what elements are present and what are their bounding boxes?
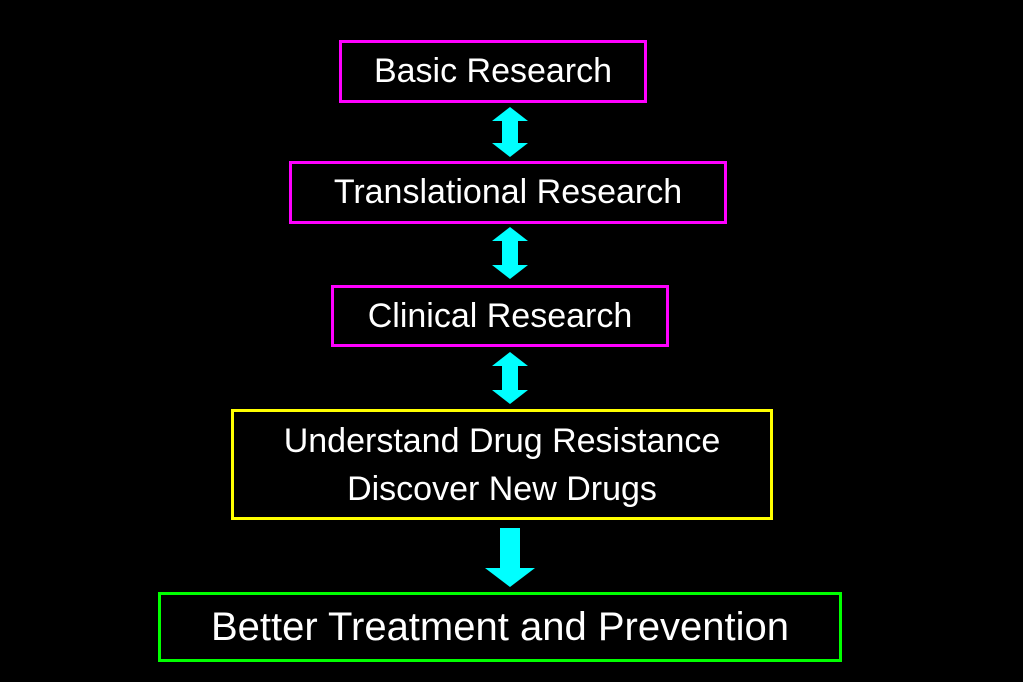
double-arrow-icon <box>492 227 528 279</box>
translational-research-label: Translational Research <box>333 173 683 211</box>
outcome-box: Better Treatment and Prevention <box>158 592 842 662</box>
down-arrow-icon <box>485 528 535 587</box>
double-arrow-icon <box>492 107 528 157</box>
basic-research-box: Basic Research <box>339 40 647 103</box>
goal-discover-new-drugs: Discover New Drugs <box>347 469 657 508</box>
double-arrow-icon <box>492 352 528 404</box>
outcome-label: Better Treatment and Prevention <box>210 604 790 649</box>
translational-research-box: Translational Research <box>289 161 727 224</box>
clinical-research-label: Clinical Research <box>367 296 633 335</box>
basic-research-label: Basic Research <box>373 52 613 90</box>
goal-understand-drug-resistance: Understand Drug Resistance <box>283 421 721 460</box>
goals-box: Understand Drug Resistance Discover New … <box>231 409 773 520</box>
clinical-research-box: Clinical Research <box>331 285 669 347</box>
